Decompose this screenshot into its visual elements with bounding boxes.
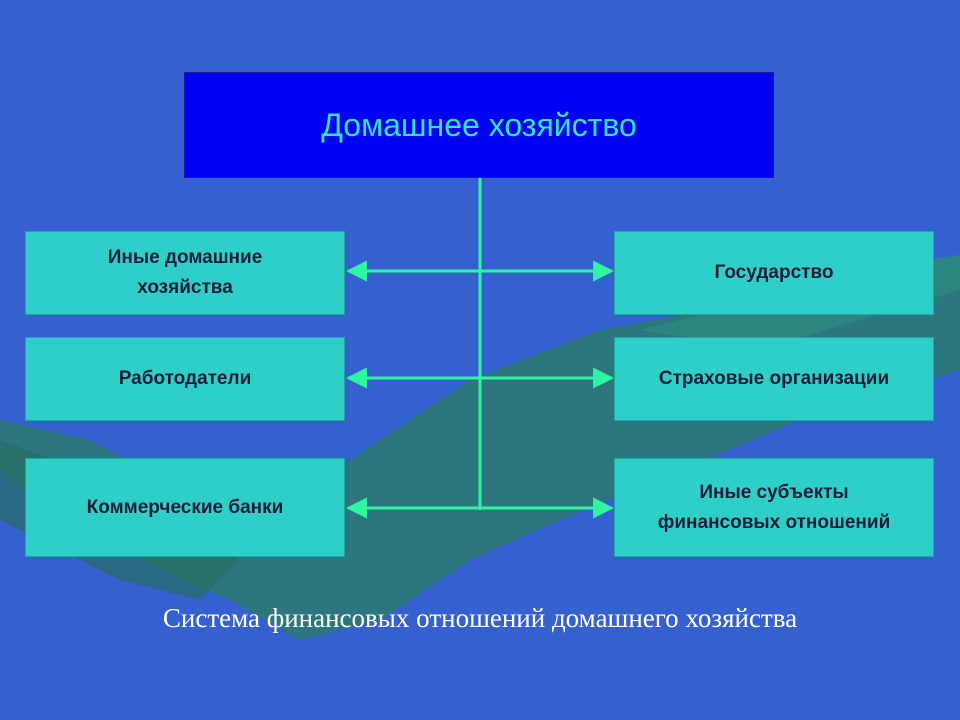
node-label: Страховые организации	[658, 368, 890, 389]
node-state: Государство	[614, 231, 934, 315]
node-label: Государство	[714, 262, 834, 283]
root-node-household: Домашнее хозяйство	[184, 72, 774, 178]
node-employers: Работодатели	[25, 337, 345, 421]
node-other-households: Иные домашние хозяйства	[25, 231, 345, 315]
node-commercial-banks: Коммерческие банки	[25, 458, 345, 557]
node-label: Работодатели	[118, 368, 252, 389]
node-label: Иные домашние хозяйства	[107, 247, 263, 298]
node-label: Коммерческие банки	[86, 496, 284, 518]
node-label: Иные субъекты финансовых отношений	[657, 481, 891, 533]
root-node-label: Домашнее хозяйство	[321, 106, 637, 143]
node-insurance-organizations: Страховые организации	[614, 337, 934, 421]
slide-caption: Система финансовых отношений домашнего х…	[162, 603, 798, 633]
node-other-financial-subjects: Иные субъекты финансовых отношений	[614, 458, 934, 557]
